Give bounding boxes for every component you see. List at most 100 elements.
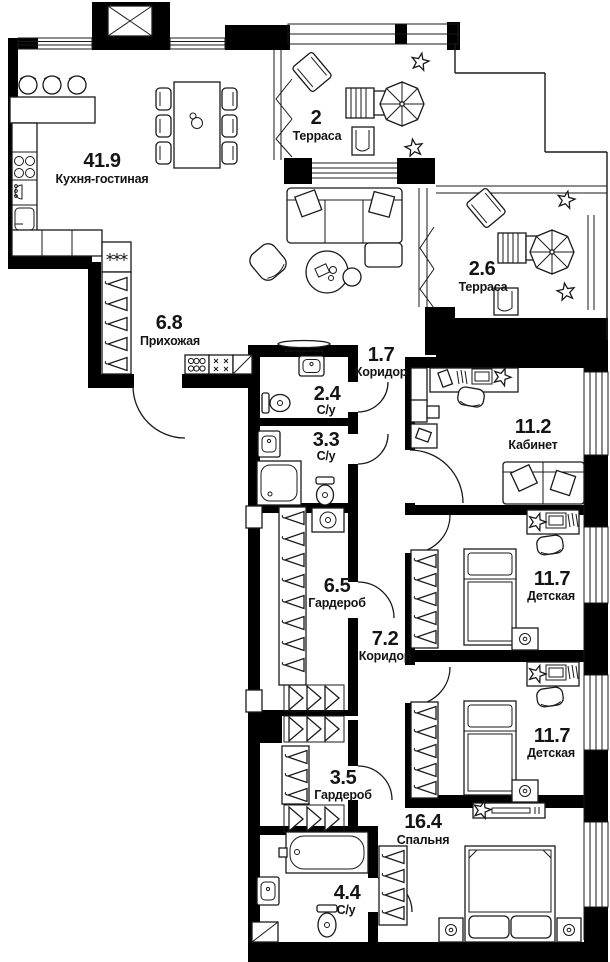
room-name: Спальня [397, 833, 450, 847]
kids-bed [463, 548, 517, 646]
vent-shaft [107, 5, 153, 37]
office-furniture [410, 364, 585, 505]
kids-chair [535, 685, 565, 709]
room-name: Терраса [293, 129, 343, 143]
kitchen-sink-icon [14, 184, 23, 200]
room-area: 11.7 [534, 725, 570, 747]
dining-chair [221, 141, 238, 165]
room-area: 11.2 [515, 416, 551, 438]
star-plant-icon [555, 188, 577, 210]
dining-chair [155, 141, 172, 165]
room-labels: 41.9 Кухня-гостиная 2 Терраса 6.8 Прихож… [56, 107, 576, 917]
wardrobe-rack [410, 701, 439, 799]
kids-desk [525, 661, 580, 687]
doors [132, 381, 464, 913]
bar-stool [42, 75, 62, 95]
double-bed [464, 845, 556, 943]
lounge-chair [466, 187, 506, 229]
kids-desk [525, 509, 580, 535]
window-niche [245, 505, 263, 529]
wardrobe-rack [410, 549, 439, 649]
kids-room-1-furniture [410, 509, 580, 651]
room-label-wardrobe-large: 6.5 Гардероб [308, 575, 366, 610]
terrace-table [345, 87, 387, 119]
kids1-door-arc [411, 514, 451, 554]
room-name: С/у [337, 903, 356, 917]
kettle-icon [189, 112, 203, 129]
room-label-kitchen-living: 41.9 Кухня-гостиная [56, 150, 149, 186]
coffee-table [305, 250, 362, 294]
wardrobe-large-door-arc [357, 581, 395, 619]
nightstand [438, 917, 464, 943]
room-area: 1.7 [368, 344, 395, 366]
shoe-shelf [283, 684, 345, 712]
room-label-bathroom-master: 4.4 С/у [334, 882, 362, 917]
bedroom-furniture [378, 798, 582, 943]
coat-rack [101, 271, 132, 375]
nightstand [556, 917, 582, 943]
room-area: 3.5 [330, 767, 357, 789]
pillow-icon [509, 463, 539, 493]
room-area: 3.3 [313, 429, 340, 451]
room-label-kids-room-2: 11.7 Детская [527, 725, 575, 760]
nightstand [511, 627, 539, 651]
bathroom-master-furniture [256, 831, 369, 938]
room-area: 7.2 [372, 628, 399, 650]
books-icon [456, 369, 468, 385]
room-name: Прихожая [140, 334, 200, 348]
dining-chair [155, 114, 172, 138]
kitchen-counter [11, 122, 38, 234]
bathroom-guest-furniture [261, 355, 325, 414]
room-label-terrace-small: 2 Терраса [293, 107, 343, 143]
wash-basin [256, 876, 280, 906]
kids-bed [463, 700, 517, 796]
dining-chair [155, 87, 172, 111]
bar-stool [18, 75, 38, 95]
wardrobe-large-furniture [278, 506, 345, 712]
room-name: Гардероб [314, 788, 372, 802]
room-name: С/у [317, 403, 336, 417]
room-area: 2.6 [469, 258, 496, 280]
stove-icon [14, 156, 35, 178]
kitchen-furniture [9, 75, 238, 257]
room-label-corridor-upper: 1.7 Коридор [355, 344, 408, 379]
lounge-chair [292, 51, 332, 93]
bathtub [278, 831, 369, 874]
nightstand [511, 779, 539, 803]
star-plant-icon [403, 136, 425, 158]
terrace-chair [493, 287, 519, 316]
french-door-icon [419, 226, 435, 309]
shower [256, 460, 302, 506]
bath-guest-door-arc [357, 381, 389, 413]
terrace-small-furniture [292, 50, 431, 158]
room-name: Детская [527, 589, 575, 603]
room-area: 2.4 [314, 383, 342, 405]
room-area: 4.4 [334, 882, 362, 904]
dining-chair [221, 114, 238, 138]
shoe-shelf [283, 715, 345, 743]
walls [8, 2, 608, 962]
office-sofa [502, 461, 585, 505]
room-label-kids-room-1: 11.7 Детская [527, 568, 575, 603]
room-area: 2 [311, 107, 322, 129]
room-label-bedroom: 16.4 Спальня [397, 811, 450, 847]
toilet [316, 904, 338, 938]
room-label-office: 11.2 Кабинет [508, 416, 557, 452]
office-door-arc [409, 449, 464, 504]
shoe-cabinet [184, 354, 253, 375]
mirror-console [277, 339, 331, 352]
pillow-icon [549, 469, 577, 497]
wash-basin [298, 355, 325, 377]
wash-basin [257, 430, 281, 458]
pillow-icon [510, 915, 552, 939]
kitchen-cabinets [11, 229, 103, 257]
coat-closet [101, 241, 132, 273]
shelf-box [410, 423, 438, 449]
room-area: 41.9 [83, 150, 121, 172]
room-label-hallway: 6.8 Прихожая [140, 312, 200, 348]
living-room-furniture [249, 187, 403, 352]
room-label-bathroom-guest: 2.4 С/у [314, 383, 342, 417]
room-label-wardrobe-small: 3.5 Гардероб [314, 767, 372, 802]
star-plant-icon [555, 280, 577, 302]
